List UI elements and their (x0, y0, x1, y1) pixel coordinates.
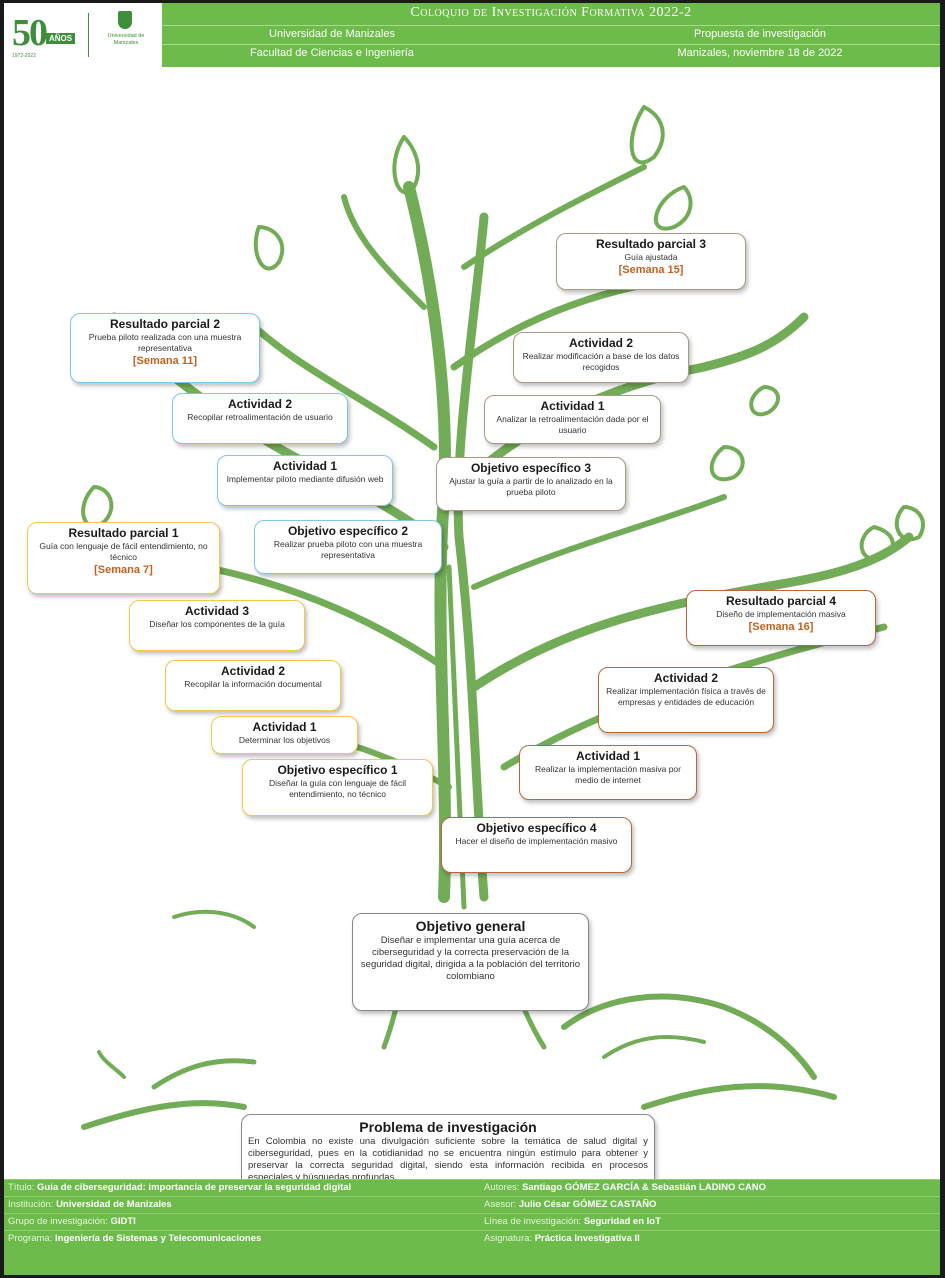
box-title: Objetivo general (415, 918, 526, 934)
box-description: Guía con lenguaje de fácil entendimiento… (39, 541, 208, 562)
footer-research-group: Grupo de investigación: GIDTI (8, 1216, 136, 1227)
university-logo-text: Universidad de Manizales (107, 33, 145, 46)
footer-row: Grupo de investigación: GIDTI Línea de i… (4, 1213, 940, 1230)
obj2-activity-1: Actividad 1 Implementar piloto mediante … (217, 455, 393, 506)
obj3-activity-1: Actividad 1 Analizar la retroalimentació… (484, 395, 661, 444)
box-title: Actividad 3 (184, 604, 250, 618)
box-description: Determinar los objetivos (238, 735, 331, 745)
faculty-name: Facultad de Ciencias e Ingeniería (250, 47, 414, 59)
box-description: Diseñar la guía con lenguaje de fácil en… (268, 778, 407, 799)
shield-icon (118, 11, 132, 29)
header-divider (162, 25, 940, 26)
specific-objective-2: Objetivo específico 2 Realizar prueba pi… (254, 520, 442, 574)
box-description: Diseñar los componentes de la guía (149, 619, 285, 629)
box-title: Actividad 1 (575, 749, 641, 763)
partial-result-3: Resultado parcial 3 Guía ajustada [Seman… (556, 233, 746, 290)
box-description: Hacer el diseño de implementación masivo (455, 836, 618, 846)
trunk (453, 212, 489, 902)
box-title: Resultado parcial 2 (109, 317, 221, 331)
obj4-activity-1: Actividad 1 Realizar la implementación m… (519, 745, 697, 800)
specific-objective-3: Objetivo específico 3 Ajustar la guía a … (436, 457, 626, 511)
footer-program: Programa: Ingeniería de Sistemas y Telec… (8, 1233, 262, 1244)
partial-result-2: Resultado parcial 2 Prueba piloto realiz… (70, 313, 260, 383)
box-description: Realizar implementación física a través … (606, 686, 766, 707)
box-title: Resultado parcial 3 (595, 237, 707, 251)
obj1-activity-2: Actividad 2 Recopilar la información doc… (165, 660, 341, 711)
box-description: Analizar la retroalimentación dada por e… (496, 414, 649, 435)
box-title: Actividad 2 (220, 664, 286, 678)
header-divider (162, 44, 940, 45)
box-title: Actividad 1 (272, 459, 338, 473)
box-description: Recopilar la información documental (184, 679, 322, 689)
header-banner: Coloquio de Investigación Formativa 2022… (162, 3, 940, 67)
obj2-activity-2: Actividad 2 Recopilar retroalimentación … (172, 393, 348, 444)
footer-authors: Autores: Santiago GÓMEZ GARCÍA & Sebasti… (484, 1182, 767, 1193)
header: 50 AÑOS 1972-2022 Universidad de Manizal… (4, 3, 940, 67)
event-title: Coloquio de Investigación Formativa 2022… (410, 5, 692, 20)
box-description: Realizar modificación a base de los dato… (522, 351, 680, 372)
footer-research-line: Línea de investigación: Seguridad en IoT (484, 1216, 661, 1227)
footer-subject: Asignatura: Práctica Investigativa II (484, 1233, 640, 1244)
box-description: En Colombia no existe una divulgación su… (248, 1136, 648, 1183)
general-objective: Objetivo general Diseñar e implementar u… (352, 913, 589, 1011)
box-title: Actividad 1 (540, 399, 605, 413)
box-title: Objetivo específico 1 (277, 763, 398, 777)
box-title: Resultado parcial 1 (68, 526, 179, 540)
specific-objective-4: Objetivo específico 4 Hacer el diseño de… (441, 817, 632, 873)
box-week: [Semana 15] (618, 264, 684, 276)
footer-institution: Institución: Universidad de Manizales (8, 1199, 172, 1210)
box-description: Guía ajustada (624, 252, 678, 262)
box-description: Realizar prueba piloto con una muestra r… (273, 539, 423, 560)
box-week: [Semana 7] (94, 564, 153, 576)
university-logo: Universidad de Manizales (96, 11, 156, 59)
logo-separator (88, 13, 89, 57)
logo-50-anos: 50 AÑOS 1972-2022 Universidad de Manizal… (4, 3, 163, 67)
university-name: Universidad de Manizales (269, 28, 395, 40)
box-title: Problema de investigación (359, 1119, 537, 1135)
box-week: [Semana 11] (132, 355, 198, 367)
box-title: Actividad 1 (252, 720, 317, 734)
obj1-activity-3: Actividad 3 Diseñar los componentes de l… (129, 600, 305, 651)
box-title: Objetivo específico 2 (287, 524, 409, 538)
box-title: Objetivo específico 4 (476, 821, 597, 835)
box-title: Objetivo específico 3 (470, 461, 592, 475)
footer-row: Título: Guía de ciberseguridad: importan… (4, 1179, 940, 1196)
box-description: Realizar la implementación masiva por me… (535, 764, 681, 785)
box-description: Ajustar la guía a partir de lo analizado… (449, 476, 613, 497)
logo-tagline: 1972-2022 (12, 53, 36, 59)
box-week: [Semana 16] (748, 621, 814, 633)
partial-result-1: Resultado parcial 1 Guía con lenguaje de… (27, 522, 220, 594)
footer-row: Programa: Ingeniería de Sistemas y Telec… (4, 1230, 940, 1247)
footer-advisor: Asesor: Julio César GÓMEZ CASTAÑO (484, 1199, 657, 1210)
box-description: Recopilar retroalimentación de usuario (187, 412, 333, 422)
logo-label: AÑOS (46, 33, 76, 44)
box-title: Actividad 2 (227, 397, 293, 411)
logo-number: 50 (12, 12, 48, 54)
box-description: Prueba piloto realizada con una muestra … (88, 332, 242, 353)
obj4-activity-2: Actividad 2 Realizar implementación físi… (598, 667, 774, 733)
footer-row: Institución: Universidad de Manizales As… (4, 1196, 940, 1213)
event-date: Manizales, noviembre 18 de 2022 (677, 47, 843, 59)
proposal-label: Propuesta de investigación (693, 28, 827, 40)
partial-result-4: Resultado parcial 4 Diseño de implementa… (686, 590, 876, 646)
obj3-activity-2: Actividad 2 Realizar modificación a base… (513, 332, 689, 383)
box-description: Diseñar e implementar una guía acerca de… (360, 935, 581, 982)
obj1-activity-1: Actividad 1 Determinar los objetivos (211, 716, 358, 754)
box-description: Implementar piloto mediante difusión web (226, 474, 384, 484)
footer-title: Título: Guía de ciberseguridad: importan… (8, 1182, 352, 1193)
specific-objective-1: Objetivo específico 1 Diseñar la guía co… (242, 759, 433, 816)
footer: Título: Guía de ciberseguridad: importan… (4, 1179, 940, 1275)
box-description: Diseño de implementación masiva (716, 609, 846, 619)
box-title: Resultado parcial 4 (725, 594, 837, 608)
box-title: Actividad 2 (568, 336, 634, 350)
box-title: Actividad 2 (653, 671, 719, 685)
poster: 50 AÑOS 1972-2022 Universidad de Manizal… (4, 3, 940, 1275)
